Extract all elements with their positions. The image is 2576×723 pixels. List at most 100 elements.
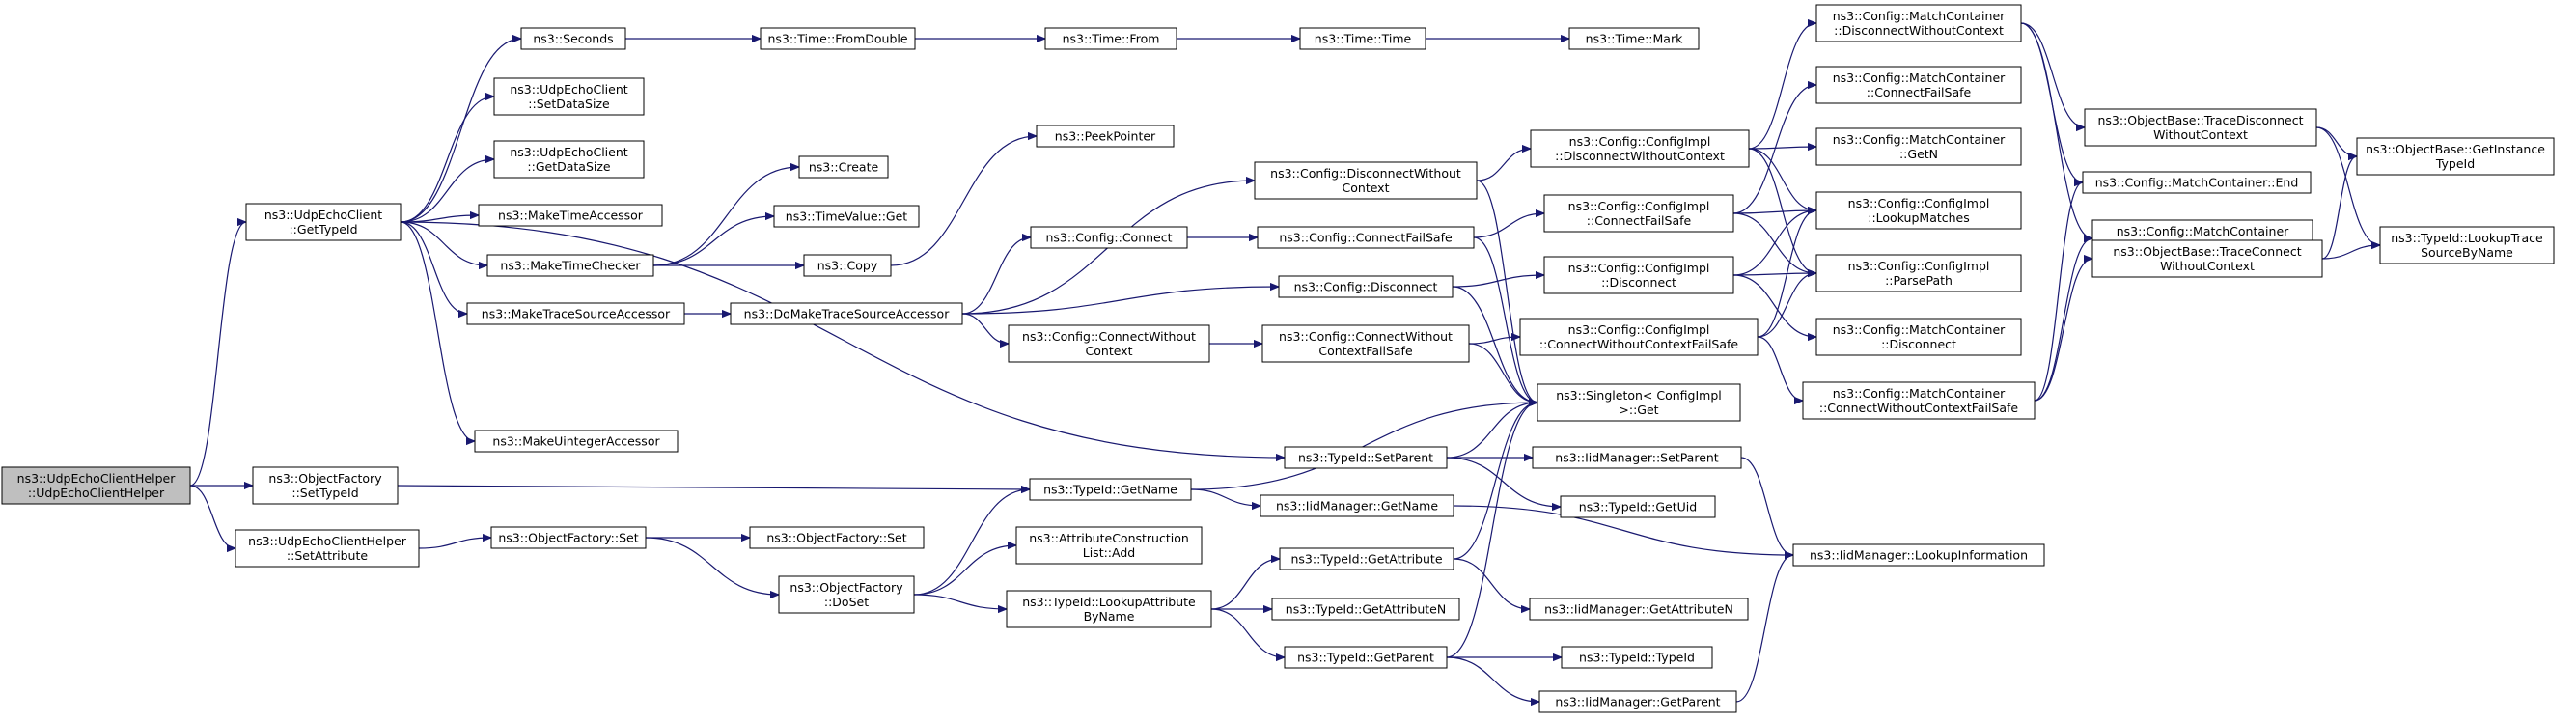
node-ns3-objectbase-traceconnect-withoutcontext[interactable]: ns3::ObjectBase::TraceConnectWithoutCont… xyxy=(2091,239,2323,278)
edge-n28-to-n38 xyxy=(1473,213,1544,238)
node-ns3-config-connectwithout-context[interactable]: ns3::Config::ConnectWithoutContext xyxy=(1008,324,1210,363)
node-ns3-copy[interactable]: ns3::Copy xyxy=(803,254,892,277)
node-label-line: List::Add xyxy=(1083,545,1135,560)
node-label-line: ::DoSet xyxy=(824,595,869,609)
node-ns3-makeuintegeraccessor[interactable]: ns3::MakeUintegerAccessor xyxy=(474,430,679,453)
node-ns3-create[interactable]: ns3::Create xyxy=(798,155,889,179)
node-ns3-time-mark[interactable]: ns3::Time::Mark xyxy=(1568,27,1700,50)
node-ns3-udpechoclienthelper-udpechoclienthelper[interactable]: ns3::UdpEchoClientHelper::UdpEchoClientH… xyxy=(1,466,191,505)
node-ns3-objectfactory-set[interactable]: ns3::ObjectFactory::Set xyxy=(490,526,647,549)
node-ns3-iidmanager-getattributen[interactable]: ns3::IidManager::GetAttributeN xyxy=(1529,598,1749,621)
node-ns3-udpechoclienthelper-setattribute[interactable]: ns3::UdpEchoClientHelper::SetAttribute xyxy=(235,529,420,568)
node-ns3-typeid-getuid[interactable]: ns3::TypeId::GetUid xyxy=(1560,495,1716,518)
node-ns3-typeid-getattribute[interactable]: ns3::TypeId::GetAttribute xyxy=(1279,547,1454,570)
node-label-line: ns3::Time::From xyxy=(1063,32,1160,46)
node-box xyxy=(478,204,663,227)
edge-n58-to-n60 xyxy=(2321,245,2380,260)
node-ns3-objectbase-tracedisconnect-withoutcontext[interactable]: ns3::ObjectBase::TraceDisconnectWithoutC… xyxy=(2084,108,2317,147)
edge-n16-to-n23 xyxy=(961,313,1010,344)
node-ns3-udpechoclient-getdatasize[interactable]: ns3::UdpEchoClient::GetDataSize xyxy=(493,140,645,179)
node-ns3-config-configimpl-lookupmatches[interactable]: ns3::Config::ConfigImpl::LookupMatches xyxy=(1815,191,2022,230)
node-ns3-time-fromdouble[interactable]: ns3::Time::FromDouble xyxy=(760,27,916,50)
edge-n42-to-n54 xyxy=(1740,457,1794,555)
node-ns3-config-matchcontainer-getn[interactable]: ns3::Config::MatchContainer::GetN xyxy=(1815,127,2022,166)
node-ns3-objectfactory-doset[interactable]: ns3::ObjectFactory::DoSet xyxy=(778,575,915,614)
node-ns3-maketimechecker[interactable]: ns3::MakeTimeChecker xyxy=(486,254,654,277)
node-ns3-maketimeaccessor[interactable]: ns3::MakeTimeAccessor xyxy=(478,204,663,227)
edge-n32-to-n54 xyxy=(1453,505,1793,555)
edge-n31-to-n41 xyxy=(1446,403,1537,459)
node-ns3-typeid-setparent[interactable]: ns3::TypeId::SetParent xyxy=(1284,446,1448,469)
node-ns3-config-matchcontainer-connectfailsafe[interactable]: ns3::Config::MatchContainer::ConnectFail… xyxy=(1815,66,2022,104)
node-ns3-udpechoclient-setdatasize[interactable]: ns3::UdpEchoClient::SetDataSize xyxy=(493,77,645,116)
node-label-line: ::SetDataSize xyxy=(528,97,610,111)
node-box xyxy=(1284,646,1448,669)
node-ns3-iidmanager-lookupinformation[interactable]: ns3::IidManager::LookupInformation xyxy=(1792,543,2045,567)
node-ns3-config-disconnectwithout-context[interactable]: ns3::Config::DisconnectWithoutContext xyxy=(1254,161,1478,200)
edge-n1-to-n8 xyxy=(400,221,487,265)
node-label-line: ns3::TypeId::GetAttribute xyxy=(1290,552,1442,567)
node-ns3-config-matchcontainer-disconnect[interactable]: ns3::Config::MatchContainer::Disconnect xyxy=(1815,318,2022,356)
node-label-line: ::GetTypeId xyxy=(289,222,357,236)
node-ns3-typeid-typeid[interactable]: ns3::TypeId::TypeId xyxy=(1561,646,1713,669)
node-ns3-time-from[interactable]: ns3::Time::From xyxy=(1044,27,1177,50)
node-ns3-config-configimpl-connectfailsafe[interactable]: ns3::Config::ConfigImpl::ConnectFailSafe xyxy=(1543,194,1734,233)
node-ns3-iidmanager-getname[interactable]: ns3::IidManager::GetName xyxy=(1260,494,1454,517)
node-ns3-config-connectwithout-contextfailsafe[interactable]: ns3::Config::ConnectWithoutContextFailSa… xyxy=(1261,324,1470,363)
node-ns3-config-configimpl-disconnect[interactable]: ns3::Config::ConfigImpl::Disconnect xyxy=(1543,256,1734,294)
node-ns3-typeid-getattributen[interactable]: ns3::TypeId::GetAttributeN xyxy=(1271,598,1460,621)
node-label-line: ContextFailSafe xyxy=(1318,344,1413,358)
node-box xyxy=(1815,66,2022,104)
node-ns3-timevalue-get[interactable]: ns3::TimeValue::Get xyxy=(773,205,920,228)
node-ns3-config-connect[interactable]: ns3::Config::Connect xyxy=(1030,226,1188,249)
node-label-line: ns3::Singleton< ConfigImpl xyxy=(1556,388,1722,403)
node-ns3-udpechoclient-gettypeid[interactable]: ns3::UdpEchoClient::GetTypeId xyxy=(245,203,402,241)
node-ns3-config-matchcontainer-connectwithoutcontextfailsafe[interactable]: ns3::Config::MatchContainer::ConnectWith… xyxy=(1802,381,2036,420)
node-ns3-iidmanager-getparent[interactable]: ns3::IidManager::GetParent xyxy=(1538,690,1737,713)
node-label-line: ::SetTypeId xyxy=(291,486,358,500)
node-label-line: ns3::UdpEchoClient xyxy=(510,145,627,159)
edge-n31-to-n43 xyxy=(1446,457,1561,507)
node-ns3-objectfactory-settypeid[interactable]: ns3::ObjectFactory::SetTypeId xyxy=(252,466,399,505)
node-ns3-peekpointer[interactable]: ns3::PeekPointer xyxy=(1036,125,1175,148)
node-ns3-config-matchcontainer-end[interactable]: ns3::Config::MatchContainer::End xyxy=(2082,171,2312,194)
edge-n35-to-n41 xyxy=(1446,403,1538,658)
node-ns3-iidmanager-setparent[interactable]: ns3::IidManager::SetParent xyxy=(1532,446,1742,469)
node-ns3-config-connectfailsafe[interactable]: ns3::Config::ConnectFailSafe xyxy=(1257,226,1475,249)
node-ns3-typeid-getparent[interactable]: ns3::TypeId::GetParent xyxy=(1284,646,1448,669)
node-box xyxy=(1568,27,1700,50)
edge-n1-to-n10 xyxy=(400,221,476,441)
node-label-line: ::Disconnect xyxy=(1601,275,1676,290)
node-ns3-config-configimpl-parsepath[interactable]: ns3::Config::ConfigImpl::ParsePath xyxy=(1815,254,2022,292)
node-ns3-config-configimpl-disconnectwithoutcontext[interactable]: ns3::Config::ConfigImpl::DisconnectWitho… xyxy=(1530,129,1750,168)
node-ns3-objectfactory-set[interactable]: ns3::ObjectFactory::Set xyxy=(749,526,925,549)
node-ns3-config-configimpl-connectwithoutcontextfailsafe[interactable]: ns3::Config::ConfigImpl::ConnectWithoutC… xyxy=(1519,318,1759,356)
node-label-line: ns3::TimeValue::Get xyxy=(786,209,908,224)
edge-n28-to-n41 xyxy=(1473,236,1538,403)
node-label-line: ns3::Config::ConfigImpl xyxy=(1848,259,1990,273)
node-ns3-singleton-configimpl-get[interactable]: ns3::Singleton< ConfigImpl>::Get xyxy=(1537,383,1741,422)
node-ns3-seconds[interactable]: ns3::Seconds xyxy=(520,27,626,50)
edge-n0-to-n1 xyxy=(189,222,247,487)
node-box xyxy=(760,27,916,50)
node-ns3-domaketracesourceaccessor[interactable]: ns3::DoMakeTraceSourceAccessor xyxy=(730,302,963,325)
node-box xyxy=(1044,27,1177,50)
edge-n2-to-n17 xyxy=(397,485,1030,489)
edge-n58-to-n59 xyxy=(2321,156,2358,260)
node-box xyxy=(1537,383,1741,422)
node-label-line: ns3::Config::ConfigImpl xyxy=(1848,196,1990,210)
node-ns3-maketracesourceaccessor[interactable]: ns3::MakeTraceSourceAccessor xyxy=(466,302,685,325)
node-ns3-typeid-getname[interactable]: ns3::TypeId::GetName xyxy=(1029,478,1192,501)
node-box xyxy=(730,302,963,325)
node-ns3-config-disconnect[interactable]: ns3::Config::Disconnect xyxy=(1278,275,1454,298)
node-ns3-time-time[interactable]: ns3::Time::Time xyxy=(1299,27,1426,50)
node-ns3-config-matchcontainer-disconnectwithoutcontext[interactable]: ns3::Config::MatchContainer::DisconnectW… xyxy=(1815,4,2022,42)
node-label-line: ns3::Config::ConfigImpl xyxy=(1568,199,1710,213)
node-label-line: ns3::TypeId::GetName xyxy=(1043,483,1177,497)
edge-n39-to-n51 xyxy=(1732,273,1816,275)
node-label-line: ns3::DoMakeTraceSourceAccessor xyxy=(744,307,951,321)
